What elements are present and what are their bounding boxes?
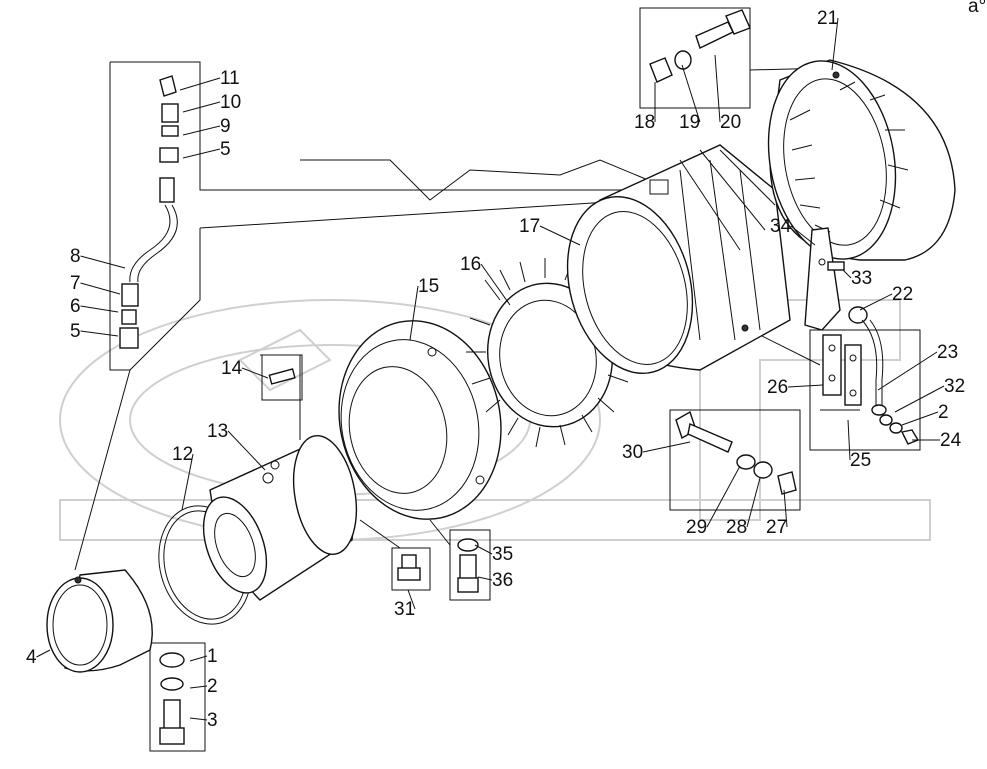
leader-line-c17 bbox=[539, 225, 581, 246]
leader-line-c5b bbox=[80, 330, 119, 337]
callout-c35: 35 bbox=[492, 544, 513, 565]
callout-c3: 3 bbox=[207, 710, 218, 731]
leader-line-c35 bbox=[474, 544, 493, 555]
callout-c19: 19 bbox=[679, 112, 700, 133]
leader-line-c28 bbox=[746, 477, 761, 528]
callout-c26: 26 bbox=[767, 377, 788, 398]
leader-line-c33 bbox=[842, 269, 852, 279]
leader-line-c8 bbox=[80, 255, 126, 269]
leader-line-c6 bbox=[80, 305, 119, 313]
leader-line-c13 bbox=[227, 430, 266, 471]
leader-line-c34 bbox=[790, 225, 816, 246]
lube-line bbox=[119, 75, 179, 349]
callout-c32: 32 bbox=[944, 376, 965, 397]
clamp-plates bbox=[822, 334, 862, 406]
leader-line-c5a bbox=[182, 148, 221, 159]
leader-line-c23 bbox=[877, 351, 938, 391]
callout-c18: 18 bbox=[634, 112, 655, 133]
leader-line-c15 bbox=[409, 285, 419, 341]
corner-mark: a° ааа bbox=[968, 0, 987, 17]
leader-line-c2b bbox=[901, 411, 939, 426]
bracket-boxes bbox=[149, 7, 921, 752]
callout-c30: 30 bbox=[622, 442, 643, 463]
callout-c5b: 5 bbox=[70, 321, 81, 342]
duct-housing bbox=[566, 144, 791, 375]
bracket-plate bbox=[804, 227, 841, 331]
leader-line-c10 bbox=[182, 101, 221, 113]
callout-c4: 4 bbox=[26, 647, 37, 668]
callout-c14: 14 bbox=[221, 358, 243, 379]
callout-c22: 22 bbox=[892, 284, 913, 305]
callout-c13: 13 bbox=[207, 421, 228, 442]
filter-housing bbox=[202, 434, 358, 601]
callout-c2b: 2 bbox=[938, 402, 949, 423]
callout-c16: 16 bbox=[460, 254, 481, 275]
leader-line-c21 bbox=[831, 17, 839, 71]
callout-c8: 8 bbox=[70, 246, 81, 267]
leader-line-c31 bbox=[407, 589, 416, 610]
leader-line-c14 bbox=[241, 367, 269, 379]
leader-line-c20 bbox=[714, 54, 721, 123]
leader-line-c30 bbox=[642, 441, 691, 453]
callout-c5a: 5 bbox=[220, 139, 231, 160]
callout-leader-lines bbox=[36, 17, 945, 721]
bolt-33 bbox=[827, 261, 845, 271]
callout-c2a: 2 bbox=[207, 676, 218, 697]
callout-c33: 33 bbox=[851, 268, 872, 289]
outer-ring bbox=[767, 59, 956, 261]
leader-line-c12 bbox=[181, 453, 194, 511]
leader-line-c3 bbox=[189, 717, 208, 721]
callout-c17: 17 bbox=[519, 216, 540, 237]
intake-cap bbox=[46, 569, 153, 673]
callout-c27: 27 bbox=[766, 517, 787, 538]
callout-c23: 23 bbox=[937, 342, 958, 363]
callout-c31: 31 bbox=[394, 599, 415, 620]
leader-line-c16 bbox=[480, 263, 511, 306]
drain-pipe bbox=[848, 306, 887, 416]
callout-c21: 21 bbox=[817, 8, 838, 29]
callout-c1: 1 bbox=[207, 646, 218, 667]
leader-line-c29 bbox=[706, 465, 741, 528]
callout-c15: 15 bbox=[418, 276, 439, 297]
fastener-set-30 bbox=[675, 410, 797, 495]
callout-c29: 29 bbox=[686, 517, 707, 538]
callout-c12: 12 bbox=[172, 444, 193, 465]
key-pin bbox=[268, 368, 296, 385]
callout-c7: 7 bbox=[70, 273, 81, 294]
leader-line-c36 bbox=[477, 576, 493, 581]
callout-c20: 20 bbox=[720, 112, 741, 133]
leader-line-c19 bbox=[681, 64, 701, 123]
fastener-set-3 bbox=[159, 652, 185, 745]
bolt-36 bbox=[457, 538, 479, 593]
leader-line-c11 bbox=[179, 77, 221, 91]
fan-shroud bbox=[338, 320, 502, 520]
callout-c11: 11 bbox=[220, 68, 240, 89]
leader-line-c7 bbox=[80, 282, 121, 295]
leader-line-c25 bbox=[847, 419, 851, 461]
callout-c25: 25 bbox=[850, 450, 871, 471]
fastener-set-20 bbox=[649, 9, 751, 83]
callout-c10: 10 bbox=[220, 92, 241, 113]
leader-line-c1 bbox=[189, 655, 208, 662]
callout-c24: 24 bbox=[940, 430, 962, 451]
leader-line-c2a bbox=[189, 685, 208, 689]
leader-line-c4 bbox=[36, 649, 51, 658]
callout-c9: 9 bbox=[220, 116, 231, 137]
callout-c34: 34 bbox=[770, 216, 792, 237]
leader-line-c32 bbox=[894, 385, 945, 413]
callout-c28: 28 bbox=[726, 517, 747, 538]
callout-c36: 36 bbox=[492, 570, 513, 591]
leader-line-c26 bbox=[787, 384, 824, 388]
leader-line-c22 bbox=[859, 293, 893, 311]
leader-line-c27 bbox=[783, 489, 788, 528]
plug-31 bbox=[397, 554, 421, 581]
callout-c6: 6 bbox=[70, 296, 81, 317]
leader-line-c9 bbox=[182, 125, 221, 136]
